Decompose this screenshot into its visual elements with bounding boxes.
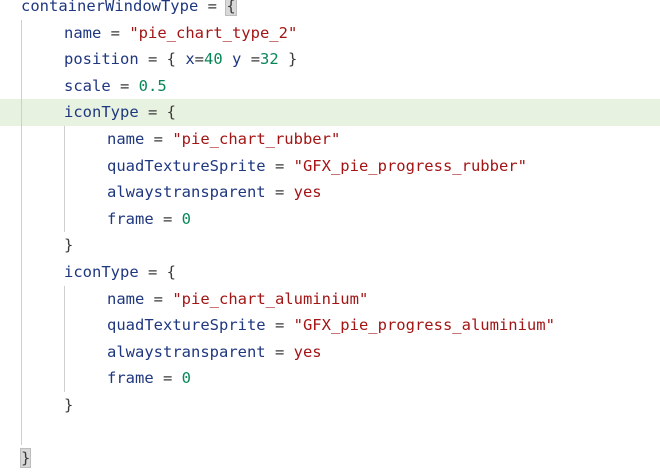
code-token: = [153,209,182,228]
code-line[interactable]: frame = 0 [0,365,660,392]
code-line-text: scale = 0.5 [64,73,167,100]
code-line-text: iconType = { [64,259,176,286]
code-token: position [64,50,139,69]
code-token: yes [293,183,322,202]
indent-guide [21,19,22,446]
code-line[interactable]: alwaystransparent = yes [0,339,660,366]
code-line[interactable]: } [0,232,660,259]
code-line[interactable]: scale = 0.5 [0,73,660,100]
code-token: alwaystransparent [107,183,266,202]
code-token: = [144,289,173,308]
code-token: = [144,130,173,148]
code-token: } [19,448,32,469]
code-token [223,50,232,68]
code-line-text: name = "pie_chart_rubber" [107,126,340,153]
code-token: name [107,130,145,148]
code-token: { [225,0,237,16]
code-line[interactable] [0,419,660,446]
code-token: } [64,236,74,255]
code-line[interactable]: iconType = { [0,259,660,286]
code-line-text: alwaystransparent = yes [107,179,322,206]
code-token: "pie_chart_aluminium" [172,289,369,308]
code-token: frame [107,369,154,388]
code-line[interactable]: name = "pie_chart_type_2" [0,20,660,47]
code-token: "GFX_pie_progress_aluminium" [293,316,555,335]
code-token: "pie_chart_rubber" [172,130,341,148]
code-token: = [198,0,227,15]
code-token: = [101,23,130,42]
code-line[interactable]: frame = 0 [0,206,660,233]
code-token: iconType [64,103,139,122]
code-token: } [278,50,298,69]
code-token: alwaystransparent [107,342,266,361]
code-line-text: iconType = { [64,99,176,126]
code-line[interactable]: } [0,445,660,472]
code-token: } [64,396,74,414]
code-line[interactable]: containerWindowType = { [0,0,660,20]
code-token: 0 [181,369,192,388]
code-line[interactable]: } [0,392,660,419]
code-line[interactable]: name = "pie_chart_rubber" [0,126,660,153]
code-token: 0 [181,209,192,228]
code-line-text: name = "pie_chart_type_2" [64,20,297,47]
code-token: "pie_chart_type_2" [129,23,298,42]
code-line[interactable]: quadTextureSprite = "GFX_pie_progress_al… [0,312,660,339]
code-token: = { [138,103,176,122]
code-line-text: } [64,232,73,259]
code-token: quadTextureSprite [107,316,266,335]
code-token: = [241,50,261,69]
code-token: scale [64,76,111,95]
code-line[interactable]: name = "pie_chart_aluminium" [0,286,660,313]
code-line-text: quadTextureSprite = "GFX_pie_progress_ru… [107,153,527,180]
code-line-text: } [64,392,73,419]
code-token: frame [107,209,154,228]
code-line-text: quadTextureSprite = "GFX_pie_progress_al… [107,312,555,339]
code-token: name [64,23,102,42]
code-line-text: frame = 0 [107,365,191,392]
code-line-text: name = "pie_chart_aluminium" [107,286,368,313]
code-line-text: containerWindowType = { [21,0,237,20]
code-token: = [110,76,139,95]
code-line-text: frame = 0 [107,206,191,233]
code-token: x [185,50,195,69]
code-token: = [265,156,294,175]
code-token: = [153,369,182,388]
code-line-text: } [19,445,32,472]
code-token: y [232,50,242,69]
code-token: 0.5 [138,76,167,95]
code-line[interactable]: quadTextureSprite = "GFX_pie_progress_ru… [0,153,660,180]
code-token: 32 [260,50,279,69]
code-token: quadTextureSprite [107,156,266,175]
code-token: = [265,183,294,202]
code-token: iconType [64,263,139,281]
code-line-text: alwaystransparent = yes [107,339,322,366]
code-token: yes [293,342,322,361]
code-token: = [194,50,205,69]
code-token: name [107,289,145,308]
code-token: = [265,342,294,361]
code-line[interactable]: position = { x=40 y =32 } [0,46,660,73]
indent-guide [64,126,65,233]
code-line[interactable]: iconType = { [0,99,660,126]
code-line-text: position = { x=40 y =32 } [64,46,297,73]
indent-guide [64,285,65,392]
code-token: "GFX_pie_progress_rubber" [293,156,527,175]
code-token: = { [138,50,186,69]
code-token: 40 [204,50,223,69]
code-line[interactable]: alwaystransparent = yes [0,179,660,206]
code-token: = { [138,263,176,281]
code-token: containerWindowType [21,0,199,15]
code-token: = [265,316,294,335]
